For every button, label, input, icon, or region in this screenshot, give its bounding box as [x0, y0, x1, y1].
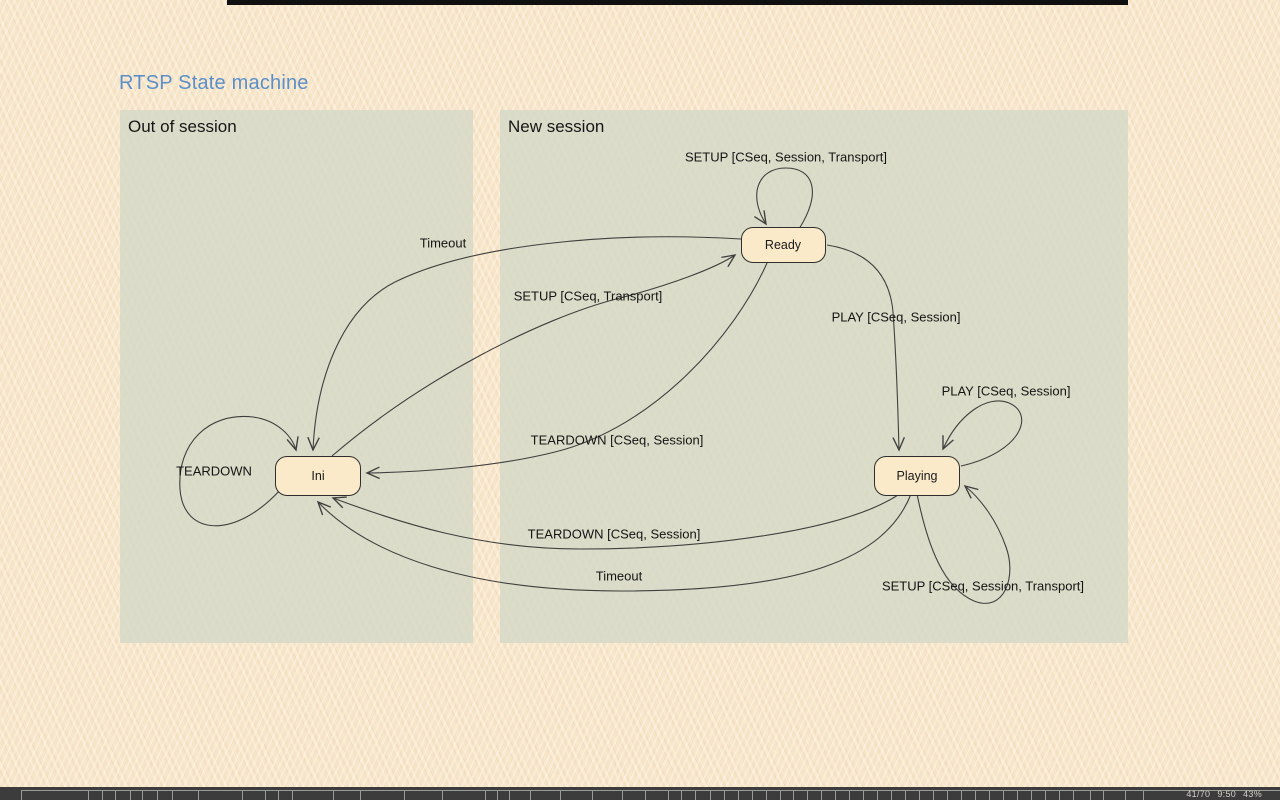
progress-bar-tick [292, 790, 293, 800]
state-node-playing: Playing [874, 456, 960, 496]
presentation-progress-bar: 41/70 9:50 43% [0, 787, 1280, 800]
panel-header-new-session: New session [508, 117, 605, 136]
progress-bar-tick [905, 790, 906, 800]
state-node-ready: Ready [740, 227, 826, 263]
edge-label-ini-self: TEARDOWN [176, 463, 252, 479]
progress-bar-tick [88, 790, 89, 800]
status-progress-percent: 43% [1243, 789, 1262, 799]
progress-bar-tick [891, 790, 892, 800]
progress-bar-tick [172, 790, 173, 800]
progress-bar-tick [835, 790, 836, 800]
progress-bar-tick [780, 790, 781, 800]
progress-bar-tick [242, 790, 243, 800]
progress-bar-tick [961, 790, 962, 800]
progress-bar-tick [877, 790, 878, 800]
progress-bar-tick [710, 790, 711, 800]
progress-bar-tick [695, 790, 696, 800]
progress-bar-tick [560, 790, 561, 800]
progress-bar-tick [681, 790, 682, 800]
edge-label-teardown-ready-ini: TEARDOWN [CSeq, Session] [530, 432, 704, 448]
progress-bar-tick [509, 790, 510, 800]
progress-bar-tick [442, 790, 443, 800]
edge-label-play-ready-playing: PLAY [CSeq, Session] [831, 309, 961, 325]
progress-bar-tick [115, 790, 116, 800]
status-text: 41/70 9:50 43% [1186, 789, 1262, 799]
progress-bar-tick [933, 790, 934, 800]
progress-bar-tick [157, 790, 158, 800]
panel-new-session: New session [500, 110, 1128, 643]
edge-label-timeout-ready-ini: Timeout [419, 235, 467, 251]
progress-bar-tick [485, 790, 486, 800]
progress-bar-tick [333, 790, 334, 800]
status-time: 9:50 [1217, 789, 1237, 799]
progress-bar-tick [645, 790, 646, 800]
progress-bar-tick [130, 790, 131, 800]
progress-bar-tick [1045, 790, 1046, 800]
progress-bar-tick [1017, 790, 1018, 800]
progress-bar-tick [738, 790, 739, 800]
progress-bar-tick [1003, 790, 1004, 800]
status-page-indicator: 41/70 [1186, 789, 1211, 799]
progress-bar-tick [1031, 790, 1032, 800]
edge-label-teardown-playing-ini: TEARDOWN [CSeq, Session] [527, 526, 701, 542]
progress-bar-tick [592, 790, 593, 800]
edge-label-play-self: PLAY [CSeq, Session] [941, 383, 1071, 399]
progress-bar-tick [919, 790, 920, 800]
progress-bar-tick [1090, 790, 1091, 800]
progress-bar-line [21, 790, 1280, 791]
panel-out-of-session: Out of session [120, 110, 473, 643]
progress-bar-tick [668, 790, 669, 800]
slide-title: RTSP State machine [119, 72, 309, 94]
progress-bar-tick [793, 790, 794, 800]
progress-bar-tick [863, 790, 864, 800]
progress-bar-tick [1073, 790, 1074, 800]
edge-label-setup-playing-self: SETUP [CSeq, Session, Transport] [881, 578, 1085, 594]
progress-bar-tick [530, 790, 531, 800]
progress-bar-tick [724, 790, 725, 800]
progress-bar-tick [807, 790, 808, 800]
progress-bar-tick [142, 790, 143, 800]
progress-bar-tick [198, 790, 199, 800]
progress-bar-tick [1059, 790, 1060, 800]
progress-bar-tick [265, 790, 266, 800]
panel-header-out-of-session: Out of session [128, 117, 237, 136]
progress-bar-tick [1125, 790, 1126, 800]
progress-bar-tick [278, 790, 279, 800]
progress-bar-tick [622, 790, 623, 800]
progress-bar-tick [404, 790, 405, 800]
state-node-ini: Ini [275, 456, 361, 496]
edge-label-setup-ini-ready: SETUP [CSeq, Transport] [513, 288, 663, 304]
progress-bar-tick [360, 790, 361, 800]
progress-bar-tick [1103, 790, 1104, 800]
progress-bar-tick [947, 790, 948, 800]
progress-bar-tick [989, 790, 990, 800]
progress-bar-tick [752, 790, 753, 800]
progress-bar-tick [1143, 790, 1144, 800]
top-border-bar [227, 0, 1128, 5]
progress-bar-tick [497, 790, 498, 800]
progress-bar-tick [849, 790, 850, 800]
progress-bar-tick [21, 790, 22, 800]
progress-bar-tick [102, 790, 103, 800]
progress-bar-tick [821, 790, 822, 800]
progress-bar-tick [975, 790, 976, 800]
progress-bar-tick [766, 790, 767, 800]
edge-label-timeout-playing-ini: Timeout [595, 568, 643, 584]
edge-label-ready-self: SETUP [CSeq, Session, Transport] [684, 149, 888, 165]
